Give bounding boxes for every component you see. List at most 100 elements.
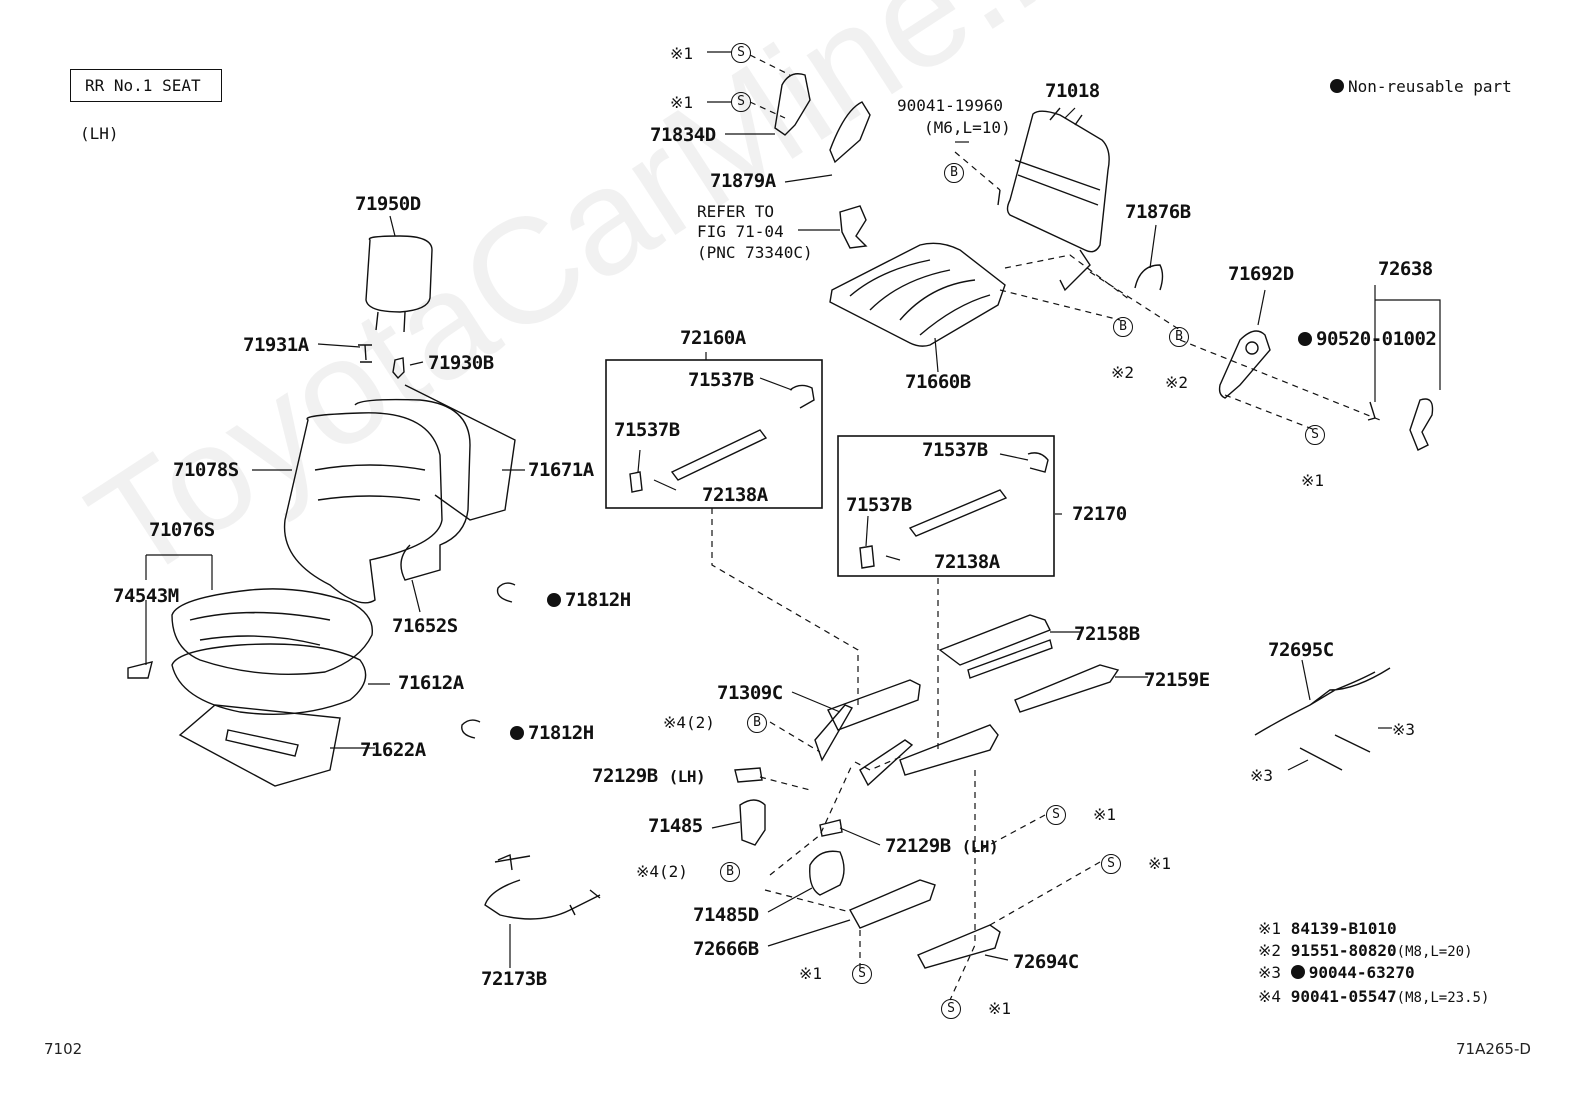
- part-suffix: (LH): [668, 767, 706, 786]
- bolt-part-number[interactable]: 90041-19960: [897, 96, 1003, 115]
- part-label[interactable]: 71671A: [528, 459, 594, 481]
- note-ref-1: ※1: [988, 999, 1012, 1018]
- note-ref-3: ※3: [1250, 766, 1274, 785]
- side-label: (LH): [80, 124, 119, 143]
- bolt-circle-icon: B: [1169, 327, 1189, 347]
- part-label[interactable]: 72138A: [934, 551, 1000, 573]
- screw-circle-icon: S: [731, 92, 751, 112]
- note-mark: ※3: [1258, 963, 1282, 982]
- part-label[interactable]: 71879A: [710, 170, 776, 192]
- note-spec: (M8,L=20): [1396, 944, 1473, 960]
- part-label[interactable]: 72695C: [1268, 639, 1334, 661]
- note-row-4: ※4 90041-05547(M8,L=23.5): [1258, 987, 1489, 1006]
- illustration-code: 71A265-D: [1456, 1040, 1531, 1058]
- part-label[interactable]: 71834D: [650, 124, 716, 146]
- headrest-drawing: [365, 235, 433, 313]
- part-label[interactable]: 72173B: [481, 968, 547, 990]
- note-ref-4: ※4(2): [636, 862, 688, 881]
- note-ref-1: ※1: [1093, 805, 1117, 824]
- part-label[interactable]: 71018: [1045, 80, 1100, 102]
- note-spec: (M8,L=23.5): [1396, 990, 1490, 1006]
- part-label[interactable]: 71485: [648, 815, 703, 837]
- part-label[interactable]: 72170: [1072, 503, 1127, 525]
- part-label[interactable]: 74543M: [113, 585, 179, 607]
- non-reusable-dot-icon: [1330, 79, 1344, 93]
- part-label[interactable]: 72159E: [1144, 669, 1210, 691]
- part-label[interactable]: 71660B: [905, 371, 971, 393]
- seat-frame-drawing: [1006, 110, 1110, 253]
- part-label[interactable]: 72666B: [693, 938, 759, 960]
- box-72170: [837, 435, 1055, 577]
- part-label[interactable]: 71078S: [173, 459, 239, 481]
- bolt-circle-icon: B: [747, 713, 767, 733]
- part-label[interactable]: 71931A: [243, 334, 309, 356]
- part-label[interactable]: 71876B: [1125, 201, 1191, 223]
- box-72160A: [605, 359, 823, 509]
- cable-drawing: [484, 855, 601, 920]
- part-number: 71812H: [565, 589, 631, 611]
- part-number: 72129B: [592, 765, 658, 787]
- legend: Non-reusable part: [1330, 77, 1512, 96]
- cushion-frame-drawing: [829, 242, 1006, 347]
- bolt-circle-icon: B: [1113, 317, 1133, 337]
- part-label[interactable]: 71485D: [693, 904, 759, 926]
- bolt-circle-icon: B: [944, 163, 964, 183]
- note-ref-1: ※1: [1301, 471, 1325, 490]
- note-mark: ※2: [1258, 941, 1282, 960]
- part-label-71812H-lower[interactable]: 71812H: [510, 722, 594, 744]
- part-label[interactable]: 71537B: [614, 419, 680, 441]
- part-label[interactable]: 72694C: [1013, 951, 1079, 973]
- screw-circle-icon: S: [1305, 425, 1325, 445]
- part-label[interactable]: 72160A: [680, 327, 746, 349]
- part-number: 90520-01002: [1316, 328, 1437, 350]
- screw-circle-icon: S: [1046, 805, 1066, 825]
- part-label-71812H-upper[interactable]: 71812H: [547, 589, 631, 611]
- part-label[interactable]: 71950D: [355, 193, 421, 215]
- seat-cushion-drawing: [171, 588, 374, 675]
- part-label-72129B-lower[interactable]: 72129B (LH): [885, 835, 999, 857]
- bolt-circle-icon: B: [720, 862, 740, 882]
- refer-line-2: FIG 71-04: [697, 222, 784, 241]
- note-row-2: ※2 91551-80820(M8,L=20): [1258, 941, 1473, 960]
- note-part-number[interactable]: 90041-05547: [1290, 987, 1397, 1006]
- part-label[interactable]: 71537B: [688, 369, 754, 391]
- note-part-number[interactable]: 84139-B1010: [1290, 919, 1397, 938]
- seat-back-drawing: [283, 412, 443, 604]
- part-number: 71812H: [528, 722, 594, 744]
- part-label-72129B-upper[interactable]: 72129B (LH): [592, 765, 706, 787]
- part-label[interactable]: 71652S: [392, 615, 458, 637]
- note-part-number[interactable]: 90044-63270: [1308, 963, 1415, 982]
- refer-line-1: REFER TO: [697, 202, 775, 221]
- diagram-title: RR No.1 SEAT: [85, 76, 201, 95]
- part-number: 72129B: [885, 835, 951, 857]
- bolt-spec: (M6,L=10): [924, 118, 1011, 137]
- note-ref-2: ※2: [1165, 373, 1189, 392]
- note-part-number[interactable]: 91551-80820: [1290, 941, 1397, 960]
- part-label[interactable]: 71537B: [846, 494, 912, 516]
- part-label[interactable]: 72158B: [1074, 623, 1140, 645]
- diagram-title-box: RR No.1 SEAT: [70, 69, 222, 102]
- part-label[interactable]: 71076S: [149, 519, 215, 541]
- note-row-1: ※1 84139-B1010: [1258, 919, 1397, 938]
- note-ref-4: ※4(2): [663, 713, 715, 732]
- figure-number: 7102: [44, 1040, 83, 1058]
- part-suffix: (LH): [961, 837, 999, 856]
- part-label[interactable]: 71692D: [1228, 263, 1294, 285]
- note-mark: ※1: [1258, 919, 1282, 938]
- note-mark: ※4: [1258, 987, 1282, 1006]
- part-label[interactable]: 71612A: [398, 672, 464, 694]
- part-label[interactable]: 71622A: [360, 739, 426, 761]
- note-ref-1: ※1: [670, 93, 694, 112]
- note-ref-1: ※1: [799, 964, 823, 983]
- note-ref-3: ※3: [1392, 720, 1416, 739]
- part-label[interactable]: 71930B: [428, 352, 494, 374]
- part-label[interactable]: 71309C: [717, 682, 783, 704]
- note-ref-1: ※1: [1148, 854, 1172, 873]
- screw-circle-icon: S: [852, 964, 872, 984]
- part-label[interactable]: 72138A: [702, 484, 768, 506]
- part-label-90520[interactable]: 90520-01002: [1298, 328, 1437, 350]
- part-label[interactable]: 72638: [1378, 258, 1433, 280]
- part-label[interactable]: 71537B: [922, 439, 988, 461]
- screw-circle-icon: S: [941, 999, 961, 1019]
